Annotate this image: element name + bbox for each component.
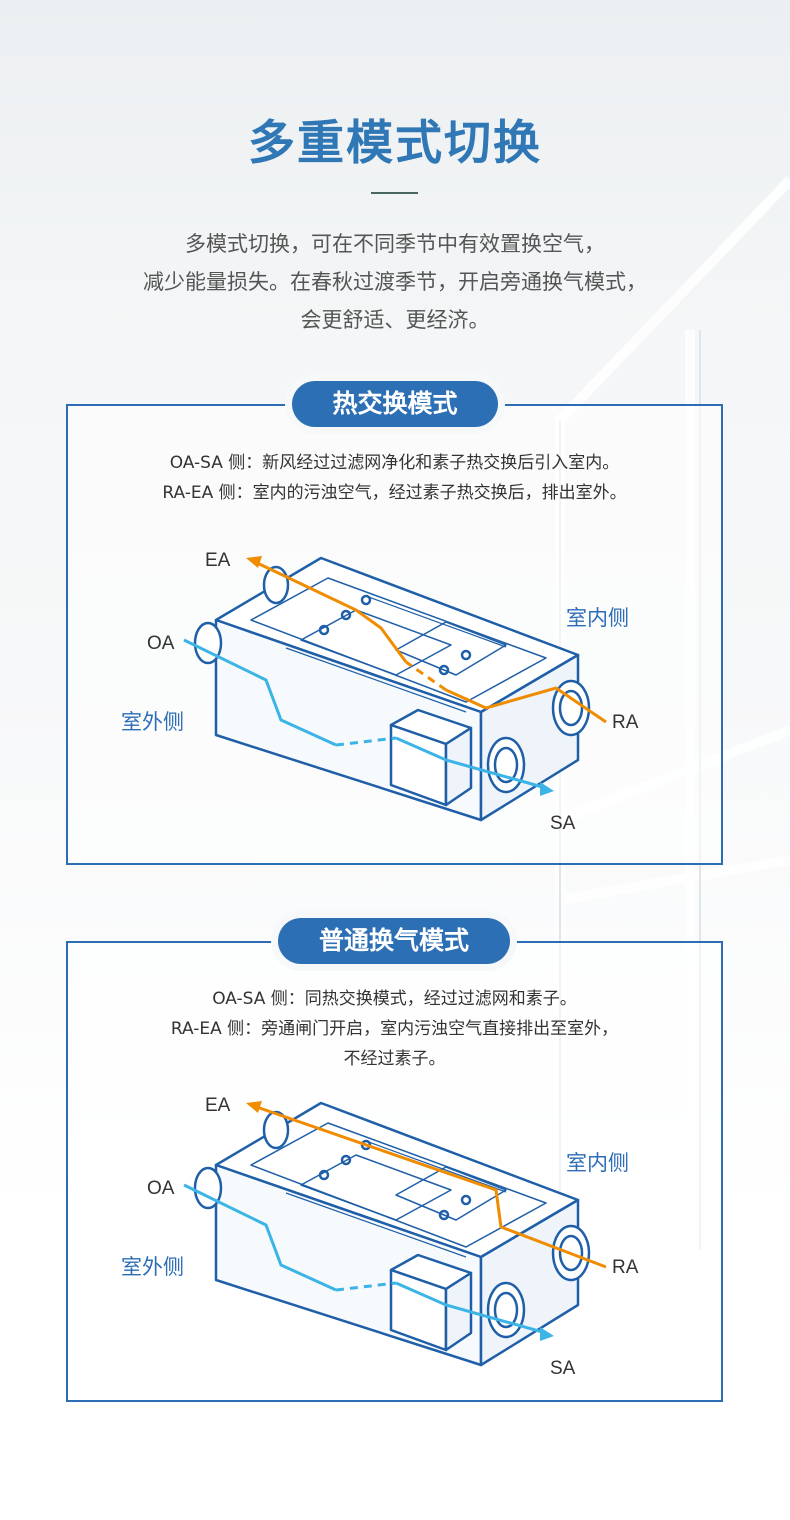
mode-description-line: RA-EA 侧：室内的污浊空气，经过素子热交换后，排出室外。 [162, 483, 627, 503]
normal-ventilation-mode-title: 普通换气模式 [278, 918, 510, 964]
heat-exchange-diagram: EA OA 室外侧 室内侧 RA SA [66, 530, 723, 860]
oa-label: OA [147, 633, 175, 654]
description-line: 会更舒适、更经济。 [300, 308, 490, 332]
indoor-side-label: 室内侧 [566, 606, 629, 630]
title-divider [371, 192, 418, 194]
description-line: 多模式切换，可在不同季节中有效置换空气， [185, 232, 605, 256]
mode-description-line: OA-SA 侧：同热交换模式，经过过滤网和素子。 [212, 989, 577, 1009]
oa-label: OA [147, 1178, 175, 1199]
heat-exchange-mode-description: OA-SA 侧：新风经过过滤网净化和素子热交换后引入室内。 RA-EA 侧：室内… [66, 448, 723, 508]
page-title: 多重模式切换 [248, 116, 542, 171]
ra-label: RA [612, 712, 639, 733]
ea-label: EA [205, 1095, 231, 1116]
outdoor-side-label: 室外侧 [121, 710, 184, 734]
sa-label: SA [550, 813, 576, 834]
normal-ventilation-mode-description: OA-SA 侧：同热交换模式，经过过滤网和素子。 RA-EA 侧：旁通闸门开启，… [66, 984, 723, 1074]
mode-description-line: OA-SA 侧：新风经过过滤网净化和素子热交换后引入室内。 [169, 453, 620, 473]
ventilator-unit-diagram [183, 556, 607, 822]
description-line: 减少能量损失。在春秋过渡季节，开启旁通换气模式， [143, 270, 647, 294]
mode-description-line: 不经过素子。 [343, 1049, 446, 1069]
page-description: 多模式切换，可在不同季节中有效置换空气， 减少能量损失。在春秋过渡季节，开启旁通… [0, 225, 790, 339]
ventilator-unit-diagram [183, 1101, 607, 1367]
heat-exchange-mode-title: 热交换模式 [292, 381, 498, 427]
normal-ventilation-diagram: EA OA 室外侧 室内侧 RA SA [66, 1075, 723, 1405]
sa-label: SA [550, 1358, 576, 1379]
indoor-side-label: 室内侧 [566, 1151, 629, 1175]
outdoor-side-label: 室外侧 [121, 1255, 184, 1279]
mode-description-line: RA-EA 侧：旁通闸门开启，室内污浊空气直接排出至室外， [170, 1019, 619, 1039]
ea-label: EA [205, 550, 231, 571]
ra-label: RA [612, 1257, 639, 1278]
